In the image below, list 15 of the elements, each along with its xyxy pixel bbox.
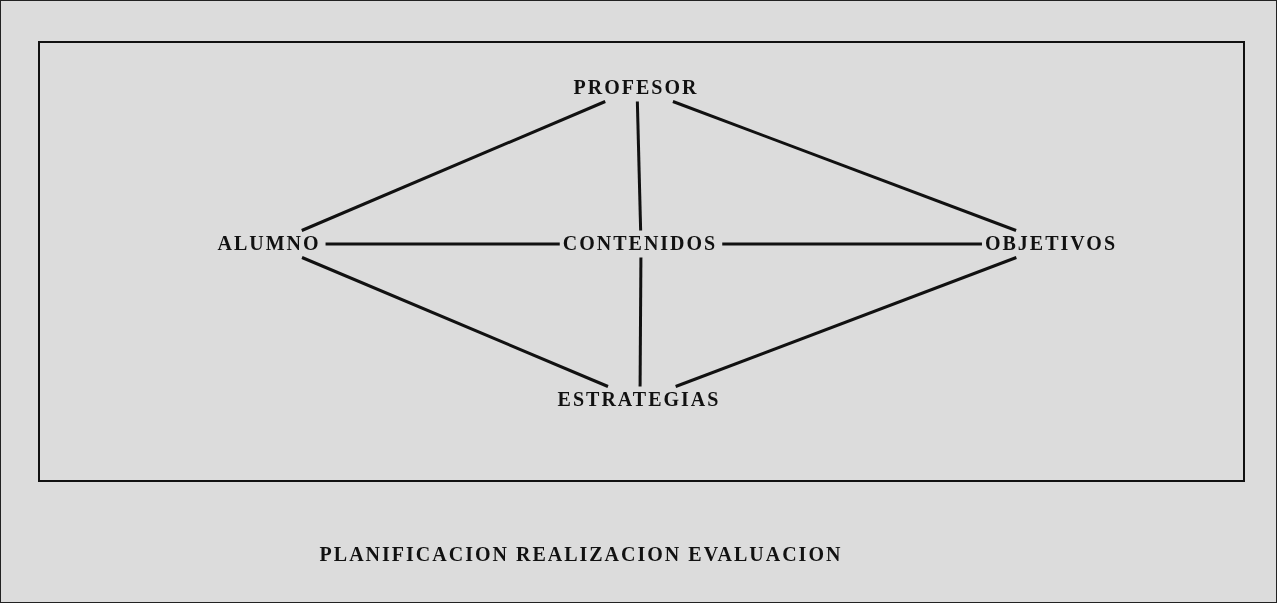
caption: PLANIFICACION REALIZACION EVALUACION bbox=[319, 542, 843, 566]
connector-line bbox=[635, 101, 643, 231]
frame-box bbox=[38, 41, 1245, 482]
connector-line bbox=[325, 242, 560, 246]
connector-line bbox=[638, 257, 643, 387]
concept-label: OBJETIVOS bbox=[980, 229, 1122, 257]
connector-line bbox=[301, 256, 609, 388]
concept-label: ESTRATEGIAS bbox=[553, 385, 725, 413]
concept-label: CONTENIDOS bbox=[558, 229, 722, 257]
concept-label: PROFESOR bbox=[569, 73, 703, 101]
connector-line bbox=[672, 100, 1017, 232]
connector-line bbox=[675, 256, 1017, 388]
connector-line bbox=[722, 242, 982, 246]
concept-label: ALUMNO bbox=[213, 229, 325, 257]
connector-line bbox=[301, 100, 606, 232]
